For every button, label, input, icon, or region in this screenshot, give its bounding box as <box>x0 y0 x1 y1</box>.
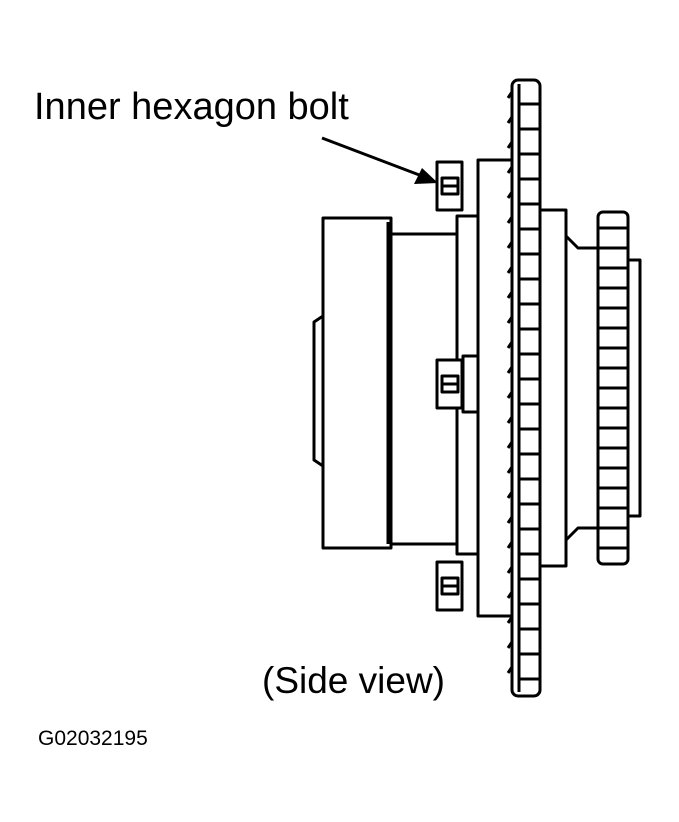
rotor-edge-teeth <box>506 91 514 674</box>
rotor-edge-tooth <box>506 191 514 199</box>
rotor-edge-tooth <box>506 441 514 449</box>
rotor-edge-tooth <box>506 616 514 624</box>
rotor-edge-tooth <box>506 591 514 599</box>
spline-gear <box>596 210 642 566</box>
rotor-edge-tooth <box>506 91 514 99</box>
rotor-edge-tooth <box>506 541 514 549</box>
rotor-edge-tooth <box>506 366 514 374</box>
hub-drum <box>312 216 393 550</box>
rotor-edge-tooth <box>506 666 514 674</box>
rotor-edge-tooth <box>506 466 514 474</box>
rotor-edge-tooth <box>506 391 514 399</box>
inner-hexagon-bolt-bottom <box>435 560 464 612</box>
rotor-edge-tooth <box>506 566 514 574</box>
callout-leader-arrow <box>321 136 438 184</box>
rotor-edge-tooth <box>506 166 514 174</box>
rotor-edge-tooth <box>506 291 514 299</box>
rotor-edge-tooth <box>506 241 514 249</box>
view-caption: (Side view) <box>262 660 445 701</box>
rotor-edge-tooth <box>506 116 514 124</box>
rotor-edge-tooth <box>506 266 514 274</box>
sensor-rotor <box>510 78 542 698</box>
rotor-edge-tooth <box>506 491 514 499</box>
hub-shaft <box>538 208 600 568</box>
bolt-callout-label: Inner hexagon bolt <box>34 86 349 128</box>
rotor-edge-tooth <box>506 416 514 424</box>
figure-id: G02032195 <box>38 727 148 750</box>
rotor-edge-tooth <box>506 216 514 224</box>
rotor-edge-tooth <box>506 316 514 324</box>
rotor-edge-tooth <box>506 516 514 524</box>
rotor-edge-tooth <box>506 641 514 649</box>
rotor-edge-tooth <box>506 141 514 149</box>
hub-base-plate <box>476 158 514 618</box>
inner-hexagon-bolt-top <box>435 160 464 212</box>
rotor-edge-tooth <box>506 341 514 349</box>
inner-hexagon-bolt-middle <box>435 358 464 410</box>
